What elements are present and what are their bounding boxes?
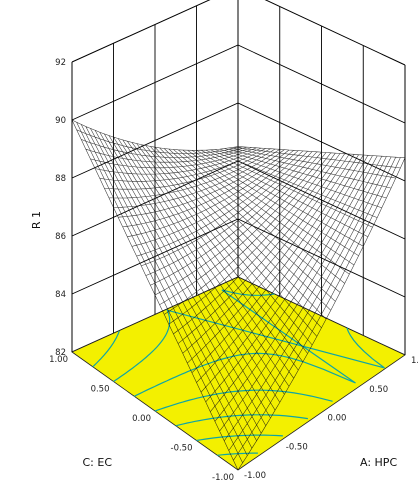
contour-line	[217, 452, 258, 456]
z-tick-label: 88	[55, 174, 66, 184]
z-tick-label: 84	[55, 290, 66, 300]
y-tick-label: 0.50	[91, 385, 110, 395]
contour-line	[92, 330, 120, 368]
y-tick-label: 1.00	[49, 355, 68, 365]
z-tick-label: 82	[55, 348, 66, 358]
contour-line	[154, 389, 333, 412]
contour-line	[113, 309, 385, 382]
contour-line	[134, 289, 356, 397]
y-tick-label: -1.00	[212, 473, 234, 483]
contour-line	[196, 434, 283, 442]
y-tick-label: 0.00	[132, 414, 151, 424]
x-tick-label: -1.00	[244, 471, 266, 481]
contour-plane	[71, 276, 406, 471]
grid-line	[71, 44, 406, 124]
x-tick-label: -0.50	[286, 442, 308, 452]
y-tick-label: -0.50	[171, 444, 193, 454]
y-axis-label: C: EC	[82, 456, 112, 469]
tick-labels: 82 84 86 88 90 92 -1.00 -0.50 0.00 0.50 1.00 1.00 0.…	[49, 58, 418, 483]
x-tick-label: 0.00	[328, 414, 347, 424]
grid-line	[71, 218, 406, 298]
z-tick-label: 86	[55, 232, 66, 242]
z-tick-label: 92	[55, 58, 66, 68]
surface-mesh	[71, 119, 406, 471]
contour-line	[175, 414, 308, 427]
z-axis-label: R 1	[30, 211, 43, 229]
contour-floor	[71, 276, 406, 471]
x-tick-label: 0.50	[369, 385, 388, 395]
z-tick-label: 90	[55, 116, 66, 126]
surface-mesh-lines	[71, 119, 406, 471]
x-axis-label: A: HPC	[360, 456, 397, 469]
x-tick-label: 1.00	[411, 356, 418, 366]
